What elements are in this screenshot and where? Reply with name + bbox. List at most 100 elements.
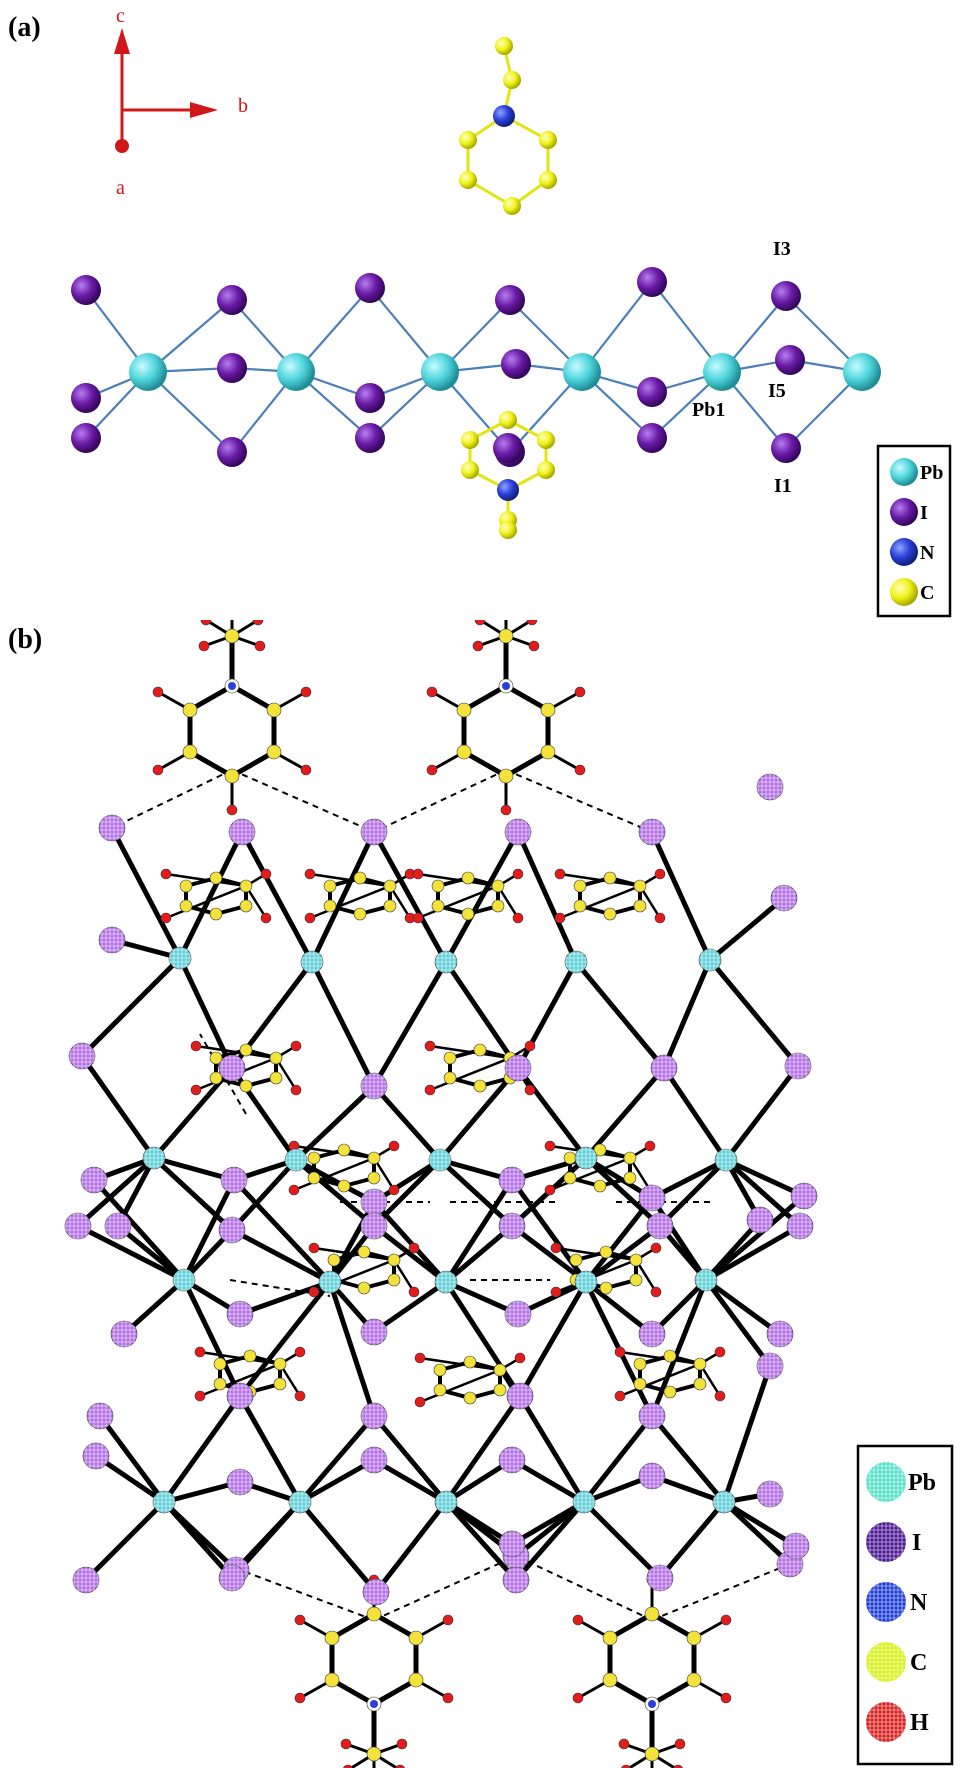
iodine-atom [786,1212,814,1240]
hydrogen-atom [650,1242,662,1254]
hydrogen-atom [544,1184,556,1196]
iodine-atom-hatch [361,1403,387,1429]
carbon-atom-body [456,744,472,760]
hydrogen-atom-body [194,1346,206,1358]
lead-atom [572,1490,596,1514]
hydrogen-atom [160,912,172,924]
hydrogen-atom-body [194,1390,206,1402]
hydrogen-atom-body [512,868,524,880]
iodine-atom [86,1402,114,1430]
pb-i-bond [297,1499,379,1595]
pb-i-bond [581,1499,663,1581]
hydrogen-atom-body [614,1390,626,1402]
carbon-atom-body [269,1071,283,1085]
axis-a-dot [115,139,129,153]
pb-i-bond [151,1155,237,1183]
hydrogen-atom [190,1084,202,1096]
pb-i-bond [515,959,579,1071]
iodine-atom-hatch [227,1469,253,1495]
iodine-atom [504,1054,532,1082]
pb-i-bond [703,1277,773,1369]
carbon-atom [383,879,397,893]
iodine-atom-hatch [651,1055,677,1081]
carbon-atom-body [239,879,253,893]
hydrogen-atom-body [304,868,316,880]
lead-atom-hatch [429,1149,451,1171]
iodine-atom [104,1212,132,1240]
hydrogen-atom-body [152,764,164,776]
hydrogen-atom [194,1346,206,1358]
hydrogen-atom [152,686,164,698]
c-h-bond [312,1246,396,1262]
pb-i-bond [443,829,521,965]
carbon-atom-body [179,899,193,913]
hydrogen-atom-body [343,1764,353,1768]
hydrogen-atom [554,912,566,924]
pb-i-bond [721,1499,793,1567]
carbon-atom [387,1253,401,1267]
legend-b: Pb I N C H [856,1444,954,1766]
hydrogen-atom [152,764,164,776]
hydrogen-atom-body [614,1346,626,1358]
lead-atom-hatch [565,951,587,973]
lead-atom [421,353,459,391]
pb-i-bond [91,1177,187,1283]
legend-a-i-swatch [890,498,918,526]
iodine-atom-hatch [499,1213,525,1239]
hydrogen-atom [408,1286,420,1298]
carbon-atom [623,1151,637,1165]
carbon-atom-body [367,1171,381,1185]
hydrogen-atom [290,1084,302,1096]
legend-a-pb-swatch [890,458,918,486]
hydrogen-atom [300,686,312,698]
hydrogen-atom [544,1140,556,1152]
carbon-atom [443,1051,457,1065]
hydrogen-atom-body [290,1084,302,1096]
carbon-atom [182,702,198,718]
iodine-atom [80,1166,108,1194]
carbon-atom [663,1385,677,1399]
carbon-atom-body [213,1377,227,1391]
carbon-atom-body [383,899,397,913]
iodine-atom [766,1320,794,1348]
c-h-bond [558,872,642,888]
iodine-atom-hatch [229,819,255,845]
carbon-atom-body [456,702,472,718]
lead-atom [152,1490,176,1514]
iodine-atom-hatch [757,774,783,800]
carbon-atom [493,1383,507,1397]
hydrogen-atom-body [528,640,540,652]
pb-i-bond [649,1413,727,1505]
carbon-atom [498,768,514,784]
iodine-atom [98,926,126,954]
hydrogen-atom-body [200,620,212,626]
pb-i-bond [513,1499,587,1583]
c-h-bond [416,872,500,888]
iodine-atom [360,818,388,846]
hydrogen-atom-body [714,1390,726,1402]
axis-c-label: c [116,5,125,27]
hydrogen-atom-body [288,1184,300,1196]
carbon-atom-body [593,1179,607,1193]
iodine-atom [771,281,801,311]
hydrogen-atom-body [644,1140,656,1152]
lead-atom-hatch [289,1491,311,1513]
hydrogen-atom-body [152,686,164,698]
pb-i-bond [231,1177,333,1285]
hydrogen-atom [396,1738,408,1750]
atom-label-i3: I3 [773,238,791,260]
carbon-atom [324,1630,340,1646]
carbon-atom [686,1672,702,1688]
carbon-atom-body [239,899,253,913]
axis-triad: c b a [114,5,248,199]
hydrogen-atom [260,912,272,924]
hydrogen-atom-body [198,640,210,652]
c-h-bond [198,1362,282,1398]
hydrogen-atom [198,640,210,652]
carbon-atom-body [443,1051,457,1065]
hydrogen-bond [373,769,507,833]
hydrogen-atom [340,1738,352,1750]
carbon-atom [324,1672,340,1688]
hydrogen-atom-body [160,868,172,880]
pb-i-bond [83,1499,167,1583]
